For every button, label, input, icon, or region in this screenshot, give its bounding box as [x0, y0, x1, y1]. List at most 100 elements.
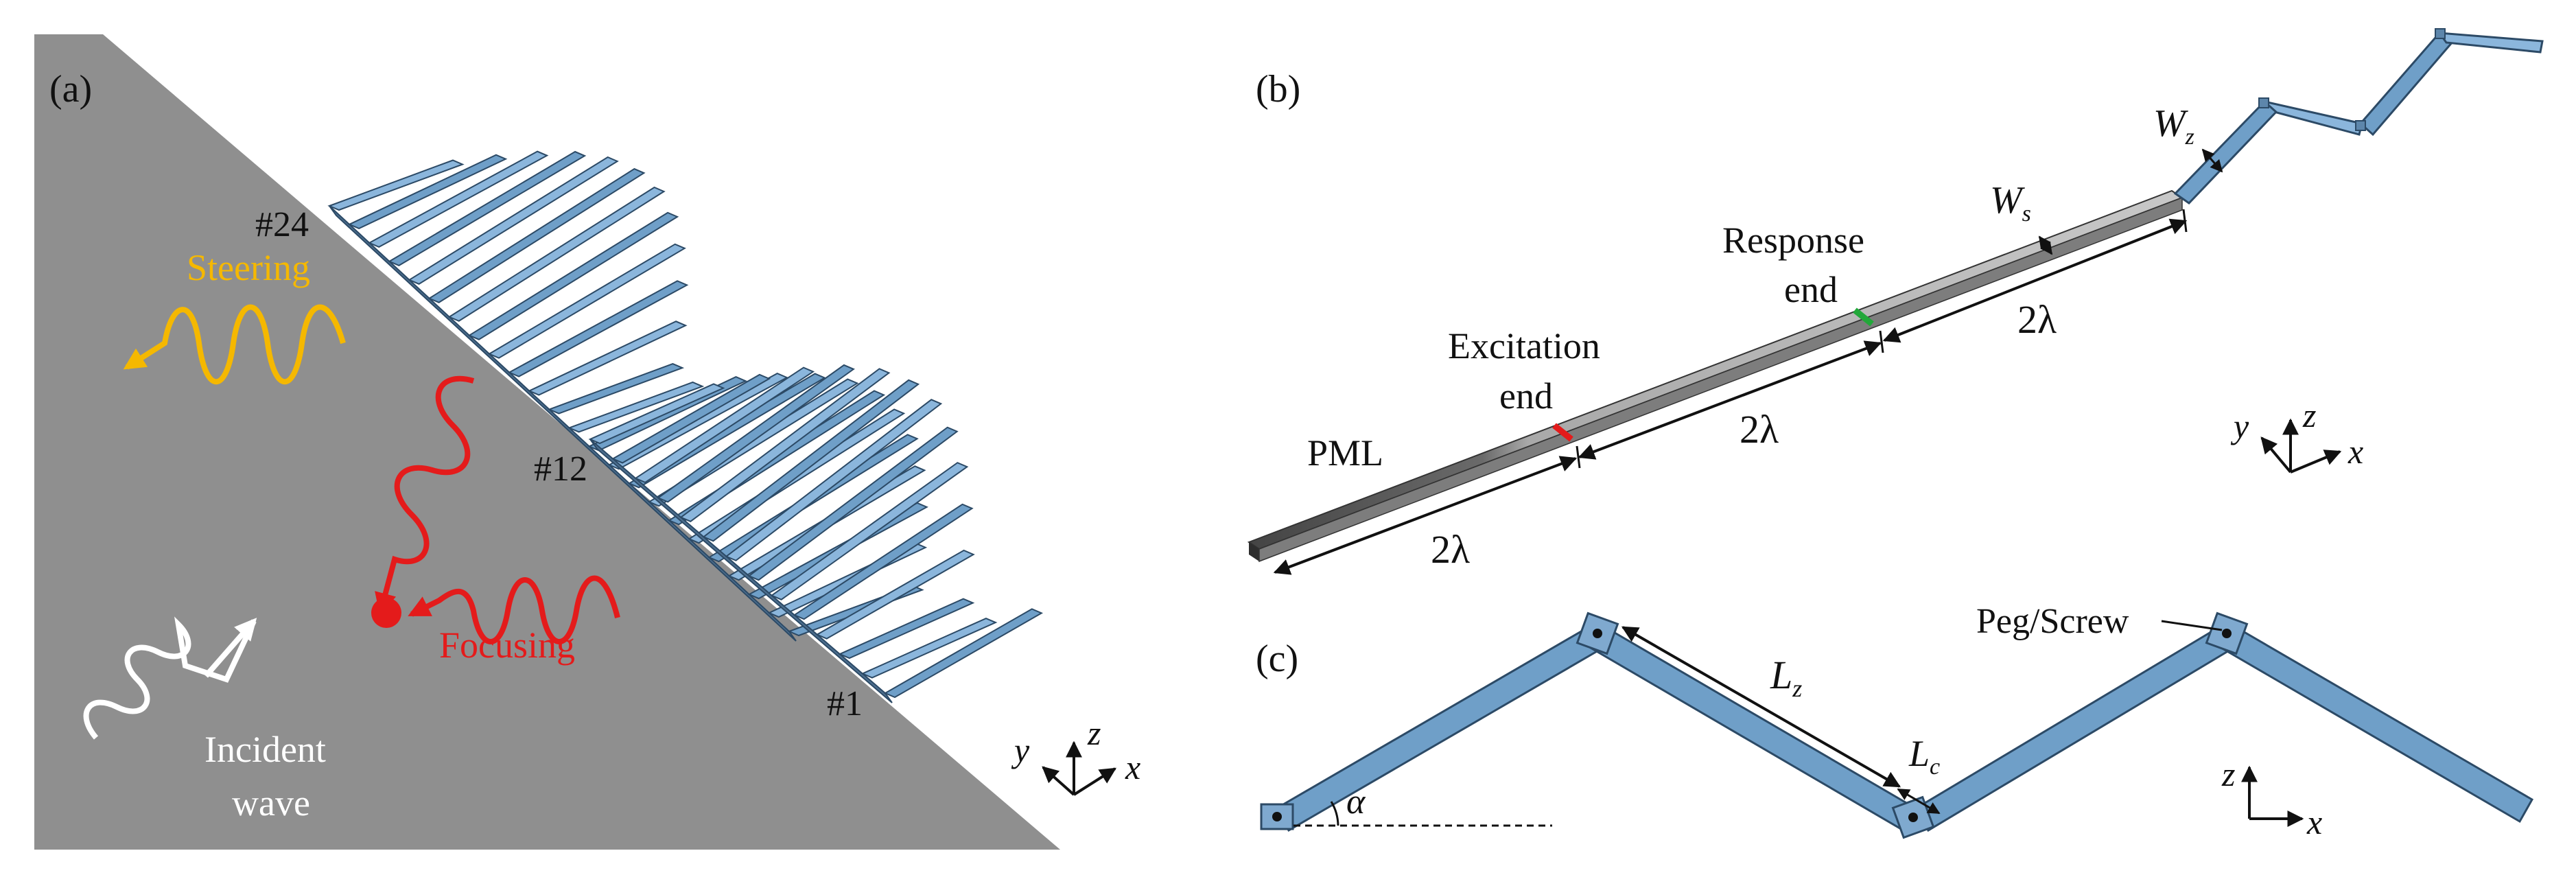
dim-pml — [1273, 456, 1578, 575]
lower-fin — [838, 598, 975, 660]
panel-b-label: (b) — [1256, 68, 1300, 110]
response-label-line1: Response — [1722, 220, 1864, 261]
cell-1-label: #1 — [827, 684, 863, 723]
upper-fin — [347, 154, 508, 230]
axis-x-label: x — [2347, 432, 2363, 471]
dim-response — [1882, 218, 2188, 343]
tick-c — [2182, 209, 2188, 233]
peg-2 — [1593, 629, 1602, 638]
lower-fin — [702, 379, 920, 542]
focusing-wave-lower — [408, 575, 620, 644]
incident-label-line1: Incident — [204, 729, 326, 770]
axis-y-label: y — [1011, 731, 1030, 769]
panel-b: (b) PML Excitation end R — [1247, 28, 2544, 575]
excitation-label-line1: Excitation — [1448, 325, 1600, 366]
lc-label: Lc — [1908, 733, 1940, 780]
dim-wz — [2201, 148, 2223, 173]
panel-a: (a) #24 #12 #1 Steering Focusing Inciden… — [34, 34, 1140, 850]
beam-top-face — [1247, 189, 2184, 550]
lower-fin — [747, 426, 959, 581]
panel-c-label: (c) — [1256, 638, 1298, 680]
response-marker — [1853, 307, 1874, 327]
upper-fin — [507, 280, 689, 377]
lower-fin — [657, 364, 855, 503]
upper-fin — [467, 211, 679, 340]
lower-base — [589, 439, 893, 703]
alpha-arc — [1330, 801, 1339, 826]
lower-fin — [883, 608, 1044, 699]
lower-fin — [679, 368, 891, 522]
beam-side-face — [1249, 542, 1259, 561]
focal-point — [371, 598, 401, 628]
axis-x-label: x — [1125, 748, 1140, 786]
focusing-wave-upper — [375, 375, 475, 616]
lower-fin — [793, 503, 974, 620]
peg-screw-label: Peg/Screw — [1976, 602, 2129, 641]
tick-a — [1576, 445, 1581, 469]
peg-4 — [2222, 629, 2232, 638]
incident-label-line2: wave — [232, 782, 310, 824]
zigzag-fin-2d — [1260, 611, 2534, 839]
incident-wave — [83, 616, 257, 740]
lower-fin — [725, 399, 943, 561]
peg-callout-line — [2161, 620, 2223, 631]
cell-12-label: #12 — [534, 450, 587, 489]
dim-lc — [1897, 788, 1941, 815]
zigzag-fin-3d — [2173, 28, 2544, 205]
lower-fin — [588, 383, 725, 445]
dim-middle — [1578, 340, 1882, 460]
axis-z-label: z — [1087, 714, 1101, 752]
axes-triad-b: z x y — [2230, 396, 2363, 474]
wz-label: Wz — [2153, 102, 2194, 150]
axes-triad-c: z x — [2221, 755, 2322, 841]
upper-fin — [547, 362, 685, 415]
steering-wave — [123, 304, 346, 385]
tick-b — [1879, 330, 1884, 353]
axis-z-label: z — [2302, 396, 2316, 434]
upper-fin — [388, 150, 587, 266]
incident-wave-tail — [203, 618, 257, 678]
dim-ws — [2038, 235, 2053, 255]
upper-fin — [327, 159, 465, 211]
lz-label: Lz — [1770, 653, 1802, 702]
length-label-response: 2λ — [2017, 297, 2057, 342]
pml-label: PML — [1307, 432, 1383, 474]
fin-array-upper — [327, 150, 928, 642]
lower-fin — [634, 366, 815, 484]
axis-z-label: z — [2221, 755, 2235, 793]
panel-c: (c) α Lz Lc — [1256, 602, 2534, 841]
dim-lz — [1621, 626, 1901, 788]
lower-fin — [770, 462, 969, 600]
upper-fin — [447, 186, 666, 322]
alpha-label: α — [1346, 782, 1366, 821]
upper-base — [329, 205, 797, 642]
upper-fin — [408, 156, 619, 285]
ws-label: Ws — [1990, 179, 2031, 226]
peg-3 — [1908, 813, 1918, 822]
upper-fin — [567, 381, 705, 433]
panel-a-label: (a) — [49, 68, 92, 110]
upper-fin — [367, 150, 549, 248]
peg-1 — [1272, 812, 1282, 821]
upper-fin — [428, 167, 646, 303]
lower-fin — [611, 373, 771, 464]
axis-x-label: x — [2306, 803, 2322, 841]
lower-fin — [860, 617, 998, 679]
beam-front-face — [1258, 196, 2183, 563]
excitation-label-line2: end — [1499, 375, 1553, 417]
upper-fin — [487, 243, 686, 359]
steering-label: Steering — [187, 247, 310, 288]
lower-fin — [815, 549, 975, 640]
length-label-pml: 2λ — [1431, 527, 1470, 572]
axes-triad-a: z x y — [1011, 714, 1140, 796]
length-label-middle: 2λ — [1740, 407, 1779, 452]
plate-surface — [34, 34, 1060, 850]
excitation-marker — [1552, 423, 1573, 442]
axis-y-label: y — [2230, 407, 2249, 445]
fin-array-lower — [588, 364, 1044, 703]
response-label-line2: end — [1784, 269, 1838, 310]
focusing-label: Focusing — [439, 625, 575, 666]
cell-24-label: #24 — [255, 205, 309, 244]
upper-fin — [527, 320, 688, 396]
